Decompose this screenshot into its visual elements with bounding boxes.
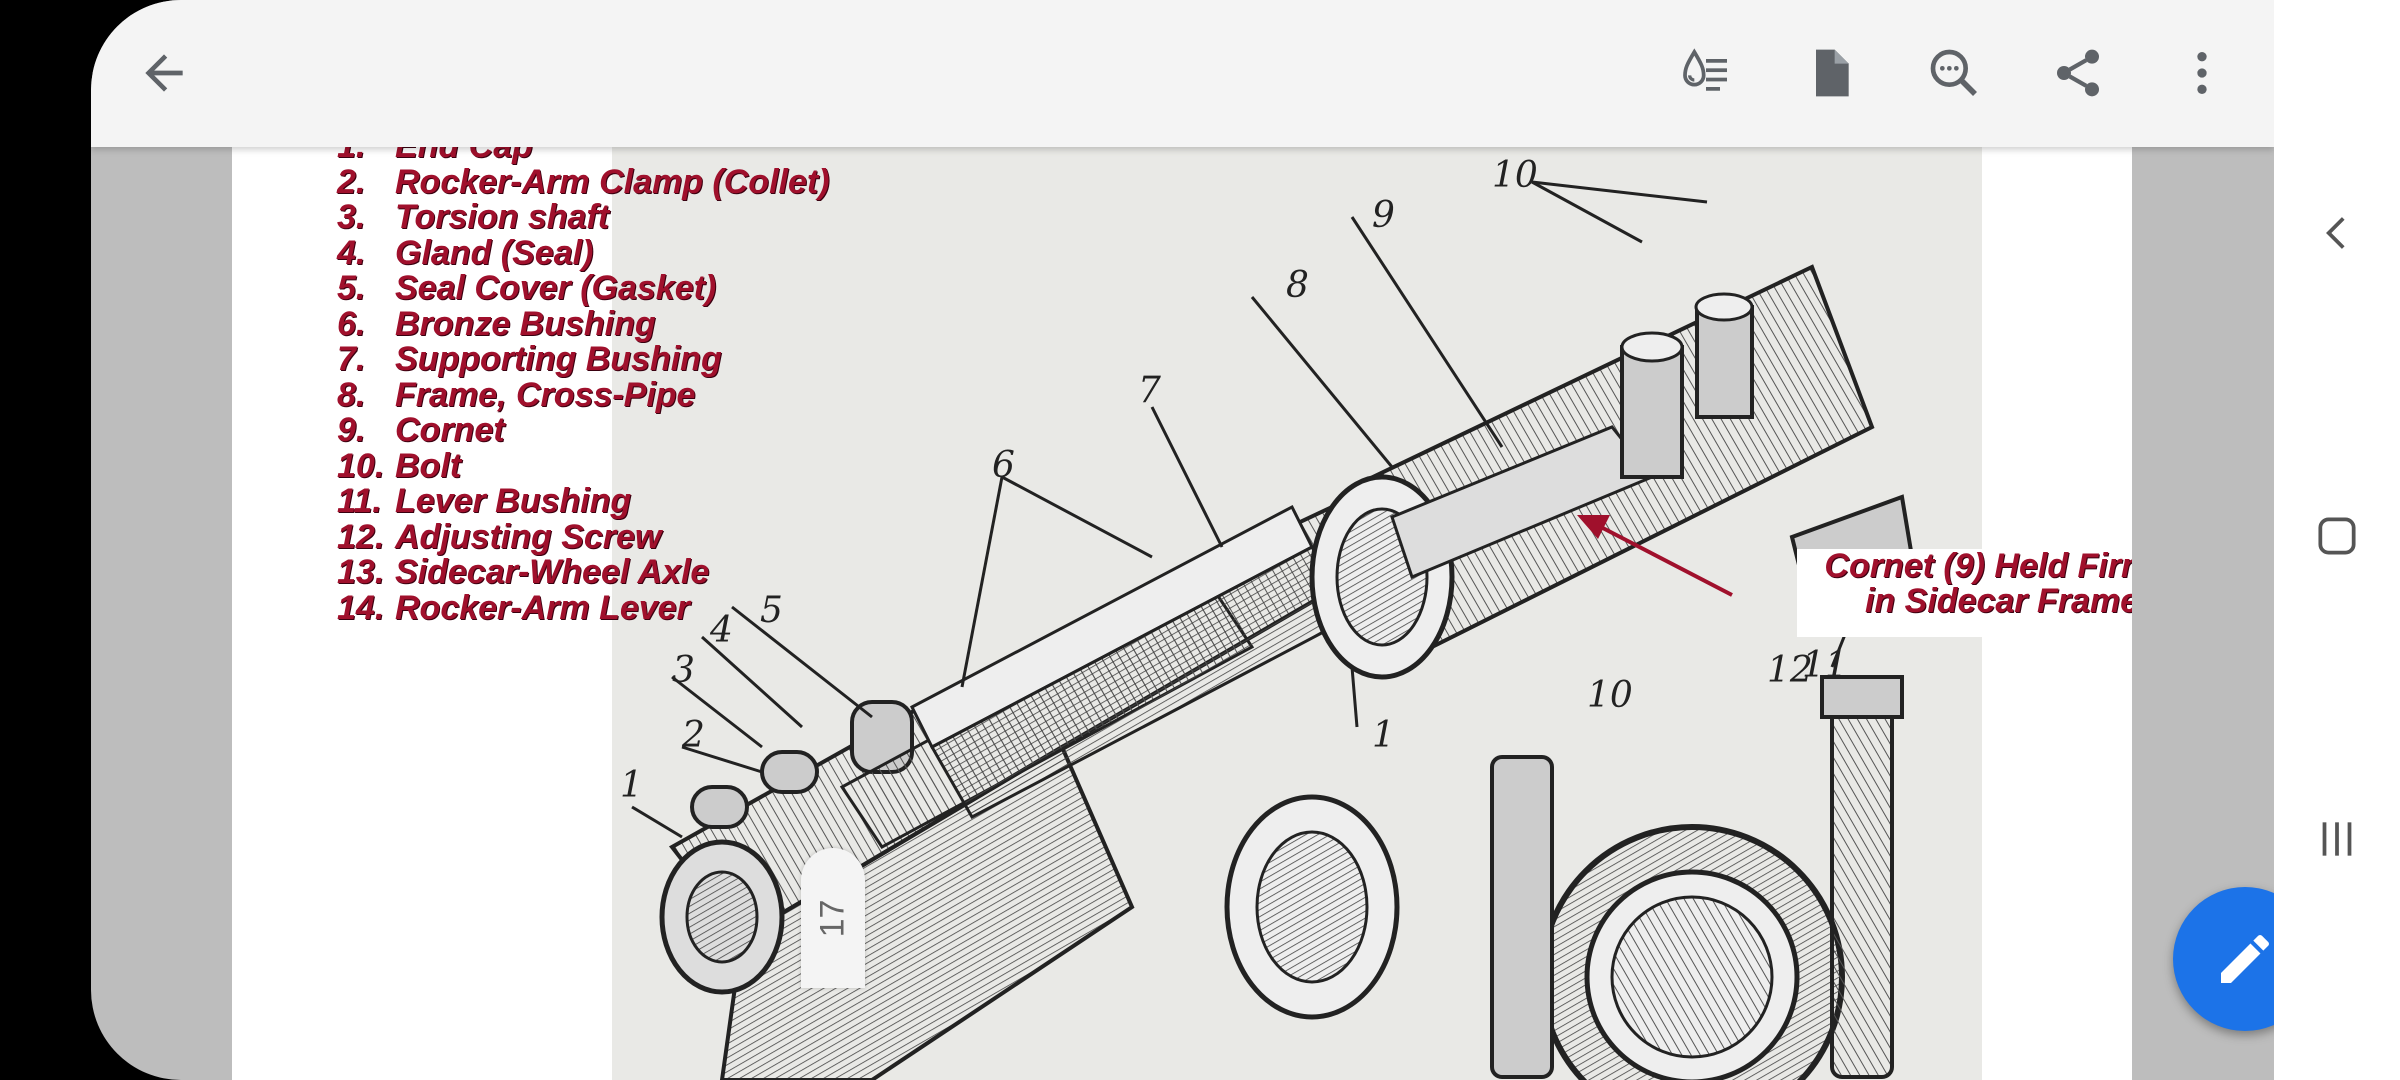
drawing-number-2: 2 <box>681 715 705 756</box>
frame-cross-pipe <box>1309 264 1915 680</box>
list-item: 13.Sidecar-Wheel Axle <box>337 553 710 591</box>
nav-recents-button[interactable] <box>2306 808 2368 870</box>
drawing-number-1b: 1 <box>1372 715 1395 756</box>
list-item: 1.End Cap <box>337 147 830 165</box>
chevron-left-icon <box>2326 217 2345 249</box>
list-item: 4.Gland (Seal) <box>337 233 594 272</box>
list-item: 6.Bronze Bushing <box>337 304 656 343</box>
home-square-icon <box>2318 517 2356 555</box>
engraving-illustration: 1 2 3 4 5 6 7 8 9 10 11 1 10 12 <box>620 155 1915 1080</box>
pdf-viewer-app: 1 2 3 4 5 6 7 8 9 10 11 1 10 12 1.End <box>91 0 2274 1080</box>
leader-lines <box>631 180 1854 839</box>
drawing-number-3: 3 <box>672 650 695 691</box>
share-icon <box>2057 49 2099 97</box>
share-button[interactable] <box>2043 38 2113 108</box>
list-item: 7.Supporting Bushing <box>337 340 722 378</box>
edit-fab-button[interactable] <box>2173 887 2274 1031</box>
more-vert-icon <box>2197 52 2207 94</box>
drawing-number-5: 5 <box>760 590 783 631</box>
zoom-search-button[interactable] <box>1919 38 1989 108</box>
reading-mode-button[interactable] <box>1671 38 1741 108</box>
list-item: 14.Rocker-Arm Lever <box>337 588 690 627</box>
list-item: 5.Seal Cover (Gasket) <box>337 269 717 307</box>
arrow-left-icon <box>145 54 183 92</box>
list-item: 3.Torsion shaft <box>337 198 610 236</box>
drawing-number-10: 10 <box>1492 155 1538 196</box>
callout-line-2: in Sidecar Frame <box>1864 582 2132 620</box>
pencil-edit-icon <box>2221 934 2269 983</box>
nav-home-button[interactable] <box>2306 505 2368 567</box>
callout-line-1: Cornet (9) Held Firmly <box>1824 547 2132 585</box>
reading-mode-icon <box>1683 48 1727 91</box>
drawing-number-6: 6 <box>992 445 1015 486</box>
list-item: 2.Rocker-Arm Clamp (Collet) <box>337 162 830 201</box>
document-button[interactable] <box>1795 38 1865 108</box>
parts-list: 1.End Cap 2.Rocker-Arm Clamp (Collet) 3.… <box>337 147 830 626</box>
clamp-section-view <box>1490 675 1904 1080</box>
callout-label: Cornet (9) Held Firmly in Sidecar Frame <box>1797 549 2132 637</box>
bronze-bushings <box>839 504 1355 849</box>
document-icon <box>1816 49 1849 97</box>
top-toolbar <box>91 0 2274 147</box>
drawing-number-1: 1 <box>620 765 643 806</box>
drawing-number-4: 4 <box>709 610 733 651</box>
drawing-number-12: 12 <box>1767 650 1813 691</box>
page-number-indicator[interactable]: 17 <box>801 848 865 988</box>
zoom-search-icon <box>1930 49 1977 96</box>
list-item: 9.Cornet <box>337 411 505 449</box>
drawing-number-10b: 10 <box>1587 675 1633 716</box>
list-item: 12.Adjusting Screw <box>337 517 662 556</box>
drawing-number-7: 7 <box>1138 370 1161 411</box>
back-button[interactable] <box>129 38 199 108</box>
drawing-number-9: 9 <box>1372 195 1395 236</box>
list-item: 10.Bolt <box>337 446 462 485</box>
part-numbers: 1 2 3 4 5 6 7 8 9 10 11 1 10 12 <box>620 155 1848 806</box>
callout-arrow <box>1577 515 1733 597</box>
drawing-number-8: 8 <box>1286 265 1309 306</box>
pdf-page[interactable]: 1 2 3 4 5 6 7 8 9 10 11 1 10 12 1.End <box>232 147 2132 1080</box>
list-item: 8.Frame, Cross-Pipe <box>337 375 696 414</box>
nav-back-button[interactable] <box>2306 202 2368 264</box>
page-number: 17 <box>813 899 852 937</box>
list-item: 11.Lever Bushing <box>337 482 632 520</box>
system-nav-bar <box>2274 0 2400 1080</box>
recents-icon <box>2322 822 2352 856</box>
drawing-number-11: 11 <box>1802 645 1848 686</box>
more-options-button[interactable] <box>2167 38 2237 108</box>
